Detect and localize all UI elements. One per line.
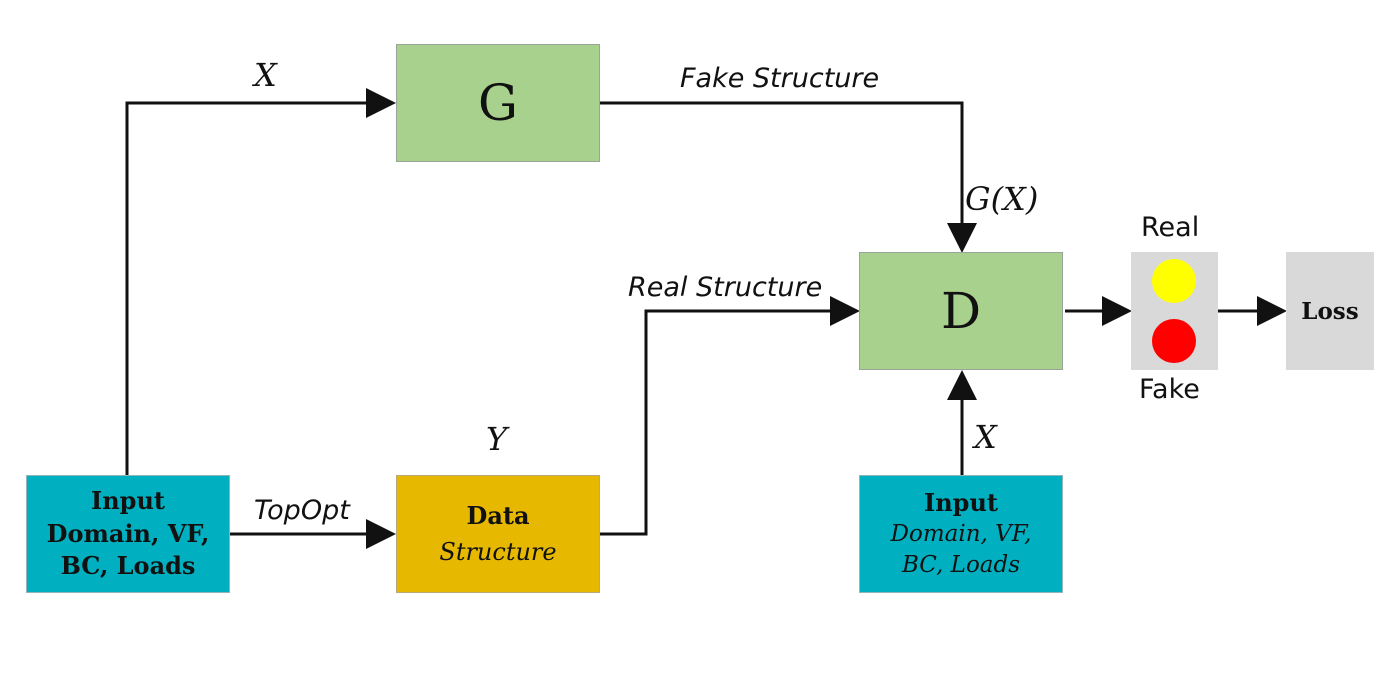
input-right-line1: Domain, VF, (890, 521, 1032, 548)
edge-label-y: Y (486, 420, 508, 458)
data-node: Data Structure (396, 475, 600, 593)
edge-g-to-d (600, 101, 977, 253)
discriminator-label: D (940, 282, 982, 340)
edge-label-topopt: TopOpt (254, 495, 350, 526)
edge-label-x-top: X (254, 56, 277, 94)
fake-indicator-dot (1152, 319, 1196, 363)
input-left-line2: BC, Loads (60, 551, 196, 581)
input-node-right: Input Domain, VF, BC, Loads (859, 475, 1063, 593)
edge-label-real-structure: Real Structure (628, 272, 823, 303)
edge-label-gx: G(X) (965, 180, 1039, 218)
input-node-left: Input Domain, VF, BC, Loads (26, 475, 230, 593)
input-right-title: Input (924, 487, 998, 517)
real-indicator-dot (1152, 259, 1196, 303)
input-left-title: Input (91, 486, 165, 516)
input-left-line1: Domain, VF, (46, 518, 210, 548)
data-title: Data (466, 501, 530, 530)
input-right-line2: BC, Loads (901, 552, 1021, 579)
fake-label: Fake (1139, 374, 1200, 405)
generator-label: G (478, 74, 518, 132)
loss-node: Loss (1286, 252, 1374, 370)
edge-label-x-right: X (974, 418, 997, 456)
generator-node: G (396, 44, 600, 162)
edge-label-fake-structure: Fake Structure (680, 63, 880, 94)
real-label: Real (1141, 212, 1200, 243)
loss-label: Loss (1301, 297, 1359, 325)
edge-input-to-g (125, 88, 396, 475)
edge-data-to-d (600, 296, 860, 536)
discriminator-node: D (859, 252, 1063, 370)
data-subtitle: Structure (439, 538, 557, 566)
